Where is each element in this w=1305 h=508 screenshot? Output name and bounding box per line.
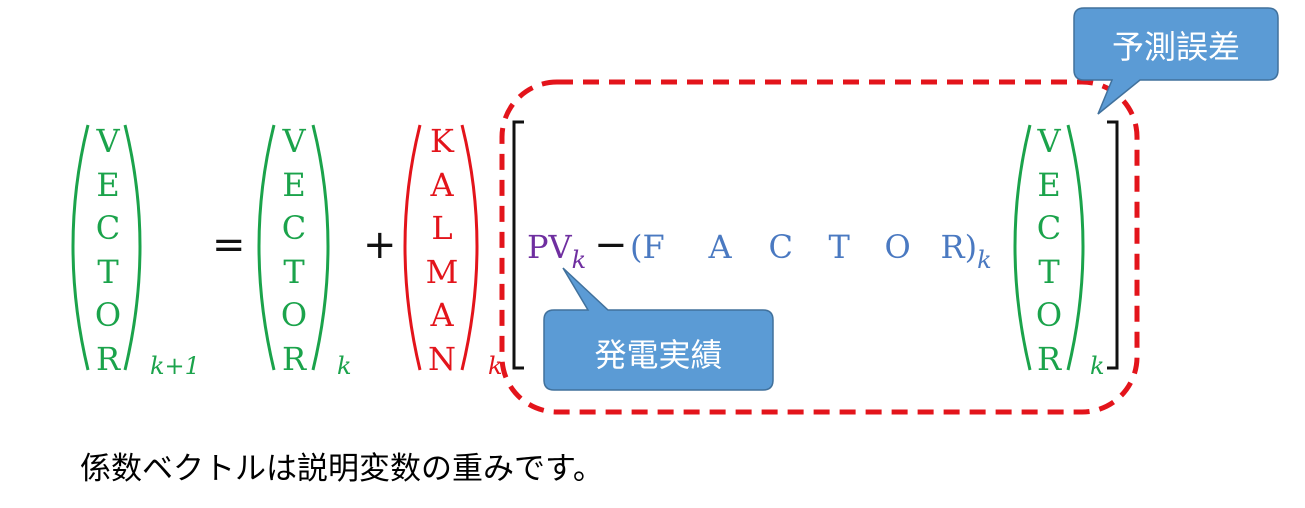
lhs-vector-letter: E: [96, 165, 120, 204]
rhs-vector-right-paren: [311, 124, 330, 371]
kalman-right-paren: [460, 124, 479, 371]
lhs-vector-letter: R: [95, 339, 121, 378]
inner-vector-letter: R: [1036, 339, 1062, 378]
lhs-vector-letter: T: [97, 252, 119, 291]
dashed-highlight-box: [499, 79, 1140, 415]
kalman-letter: M: [425, 252, 459, 291]
inner-vector-letter: C: [1036, 209, 1062, 247]
lhs-vector-letter: C: [95, 209, 121, 247]
factor-letter: F: [642, 228, 665, 266]
inner-vector-subscript: k: [1090, 352, 1105, 380]
inner-vector: V E C T O R: [1035, 120, 1063, 381]
caption-text: 係数ベクトルは説明変数の重みです。: [80, 451, 604, 487]
factor-open-paren: (: [630, 228, 643, 266]
generation-actual-label: 発電実績: [594, 336, 723, 374]
rhs-vector-letter: E: [282, 165, 306, 204]
lhs-vector: V E C T O R: [94, 120, 122, 381]
lhs-vector-letter: O: [94, 296, 122, 334]
inner-vector-letter: O: [1035, 296, 1063, 334]
kalman-left-paren: [403, 124, 422, 371]
factor-letter: R: [940, 228, 965, 266]
lhs-vector-left-paren: [71, 124, 90, 371]
left-square-bracket: [512, 120, 524, 370]
kalman-letter: L: [431, 209, 453, 247]
inner-vector-left-paren: [1013, 124, 1032, 371]
kalman-subscript: k: [488, 352, 503, 380]
factor-close-paren: ): [964, 228, 978, 266]
rhs-vector-subscript: k: [337, 352, 352, 380]
generation-actual-callout-shape: [543, 267, 774, 391]
pv-subscript: k: [571, 246, 587, 274]
inner-vector-letter: T: [1038, 252, 1060, 291]
prediction-error-label: 予測誤差: [1111, 28, 1240, 66]
lhs-vector-right-paren: [123, 124, 142, 371]
prediction-error-callout-shape: [1073, 7, 1279, 115]
kalman-letter: A: [430, 165, 454, 204]
factor-letter: C: [768, 228, 793, 266]
kalman-letter: N: [428, 339, 456, 378]
inner-vector-right-paren: [1066, 124, 1085, 371]
inner-vector-letter: V: [1037, 122, 1061, 160]
lhs-vector-letter: V: [96, 122, 120, 160]
rhs-vector-letter: R: [281, 339, 307, 378]
lhs-vector-subscript: k+1: [150, 352, 200, 380]
rhs-vector: V E C T O R: [280, 120, 308, 381]
kalman-letter: K: [430, 122, 454, 160]
inner-vector-letter: E: [1037, 165, 1061, 204]
factor-letter: O: [884, 228, 911, 266]
pv-term: PVk: [527, 228, 586, 274]
factor-letter: T: [828, 228, 850, 266]
rhs-vector-letter: O: [280, 296, 308, 334]
factor-letter: A: [708, 228, 732, 266]
rhs-vector-letter: V: [282, 122, 306, 160]
rhs-vector-letter: C: [281, 209, 307, 247]
rhs-vector-letter: T: [283, 252, 305, 291]
minus-sign: −: [594, 222, 628, 268]
rhs-vector-left-paren: [257, 124, 276, 371]
kalman-letter: A: [430, 296, 454, 334]
pv-text: PV: [527, 228, 572, 266]
kalman-vector: K A L M A N: [425, 120, 459, 381]
factor-subscript: k: [977, 246, 992, 274]
equals-sign: =: [212, 222, 246, 268]
right-square-bracket: [1107, 120, 1119, 370]
plus-sign: +: [363, 222, 397, 268]
